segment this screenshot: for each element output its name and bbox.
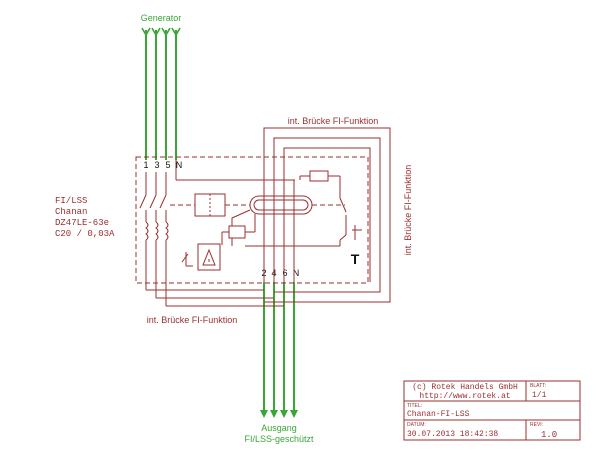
device-model-label: DZ47LE-63e (55, 218, 109, 228)
output-lines-bottom (263, 282, 295, 412)
bridge-wiring (146, 127, 391, 307)
sheet-value: 1/1 (532, 391, 547, 400)
bridge-label-right: int. Brücke FI-Funktion (403, 165, 413, 256)
title-block-url: http://www.rotek.at (419, 392, 510, 401)
title-block-company: (c) Rotek Handels GmbH (412, 383, 518, 392)
terminal-out-n: N (293, 268, 300, 278)
device-rating-label: C20 / 0,03A (55, 229, 115, 239)
supply-arrows-top (141, 27, 181, 37)
device-type-label: FI/LSS (55, 196, 87, 206)
output-label-line2: FI/LSS-geschützt (244, 434, 314, 444)
device-brand-label: Chanan (55, 207, 87, 217)
input-terminals: 1 3 5 N (143, 160, 182, 170)
device-description: FI/LSS Chanan DZ47LE-63e C20 / 0,03A (55, 196, 115, 239)
sheet-label: BLATT: (530, 383, 546, 389)
terminal-in-3: 3 (154, 160, 159, 170)
generator-label: Generator (141, 13, 182, 23)
supply-lines-top (145, 30, 177, 160)
terminal-in-n: N (176, 160, 183, 170)
date-value: 30.07.2013 18:42:38 (407, 430, 498, 439)
title-block: (c) Rotek Handels GmbH http://www.rotek.… (403, 380, 581, 441)
terminal-in-1: 1 (143, 160, 148, 170)
date-label: DATUM: (407, 422, 426, 428)
bridge-label-top: int. Brücke FI-Funktion (288, 116, 379, 126)
title-label: TITEL: (407, 403, 422, 409)
internal-wiring (139, 160, 362, 306)
revision-value: 1.0 (541, 430, 557, 440)
terminal-out-6: 6 (282, 268, 287, 278)
device-enclosure (135, 156, 369, 284)
title-value: Chanan-FI-LSS (407, 410, 470, 419)
terminal-in-5: 5 (165, 160, 170, 170)
revision-label: REVI: (530, 422, 543, 428)
test-button: T (351, 251, 360, 267)
bridge-label-bottom: int. Brücke FI-Funktion (147, 315, 238, 325)
output-arrows-bottom (260, 410, 298, 418)
output-label-line1: Ausgang (261, 423, 297, 433)
test-button-label: T (351, 251, 360, 267)
